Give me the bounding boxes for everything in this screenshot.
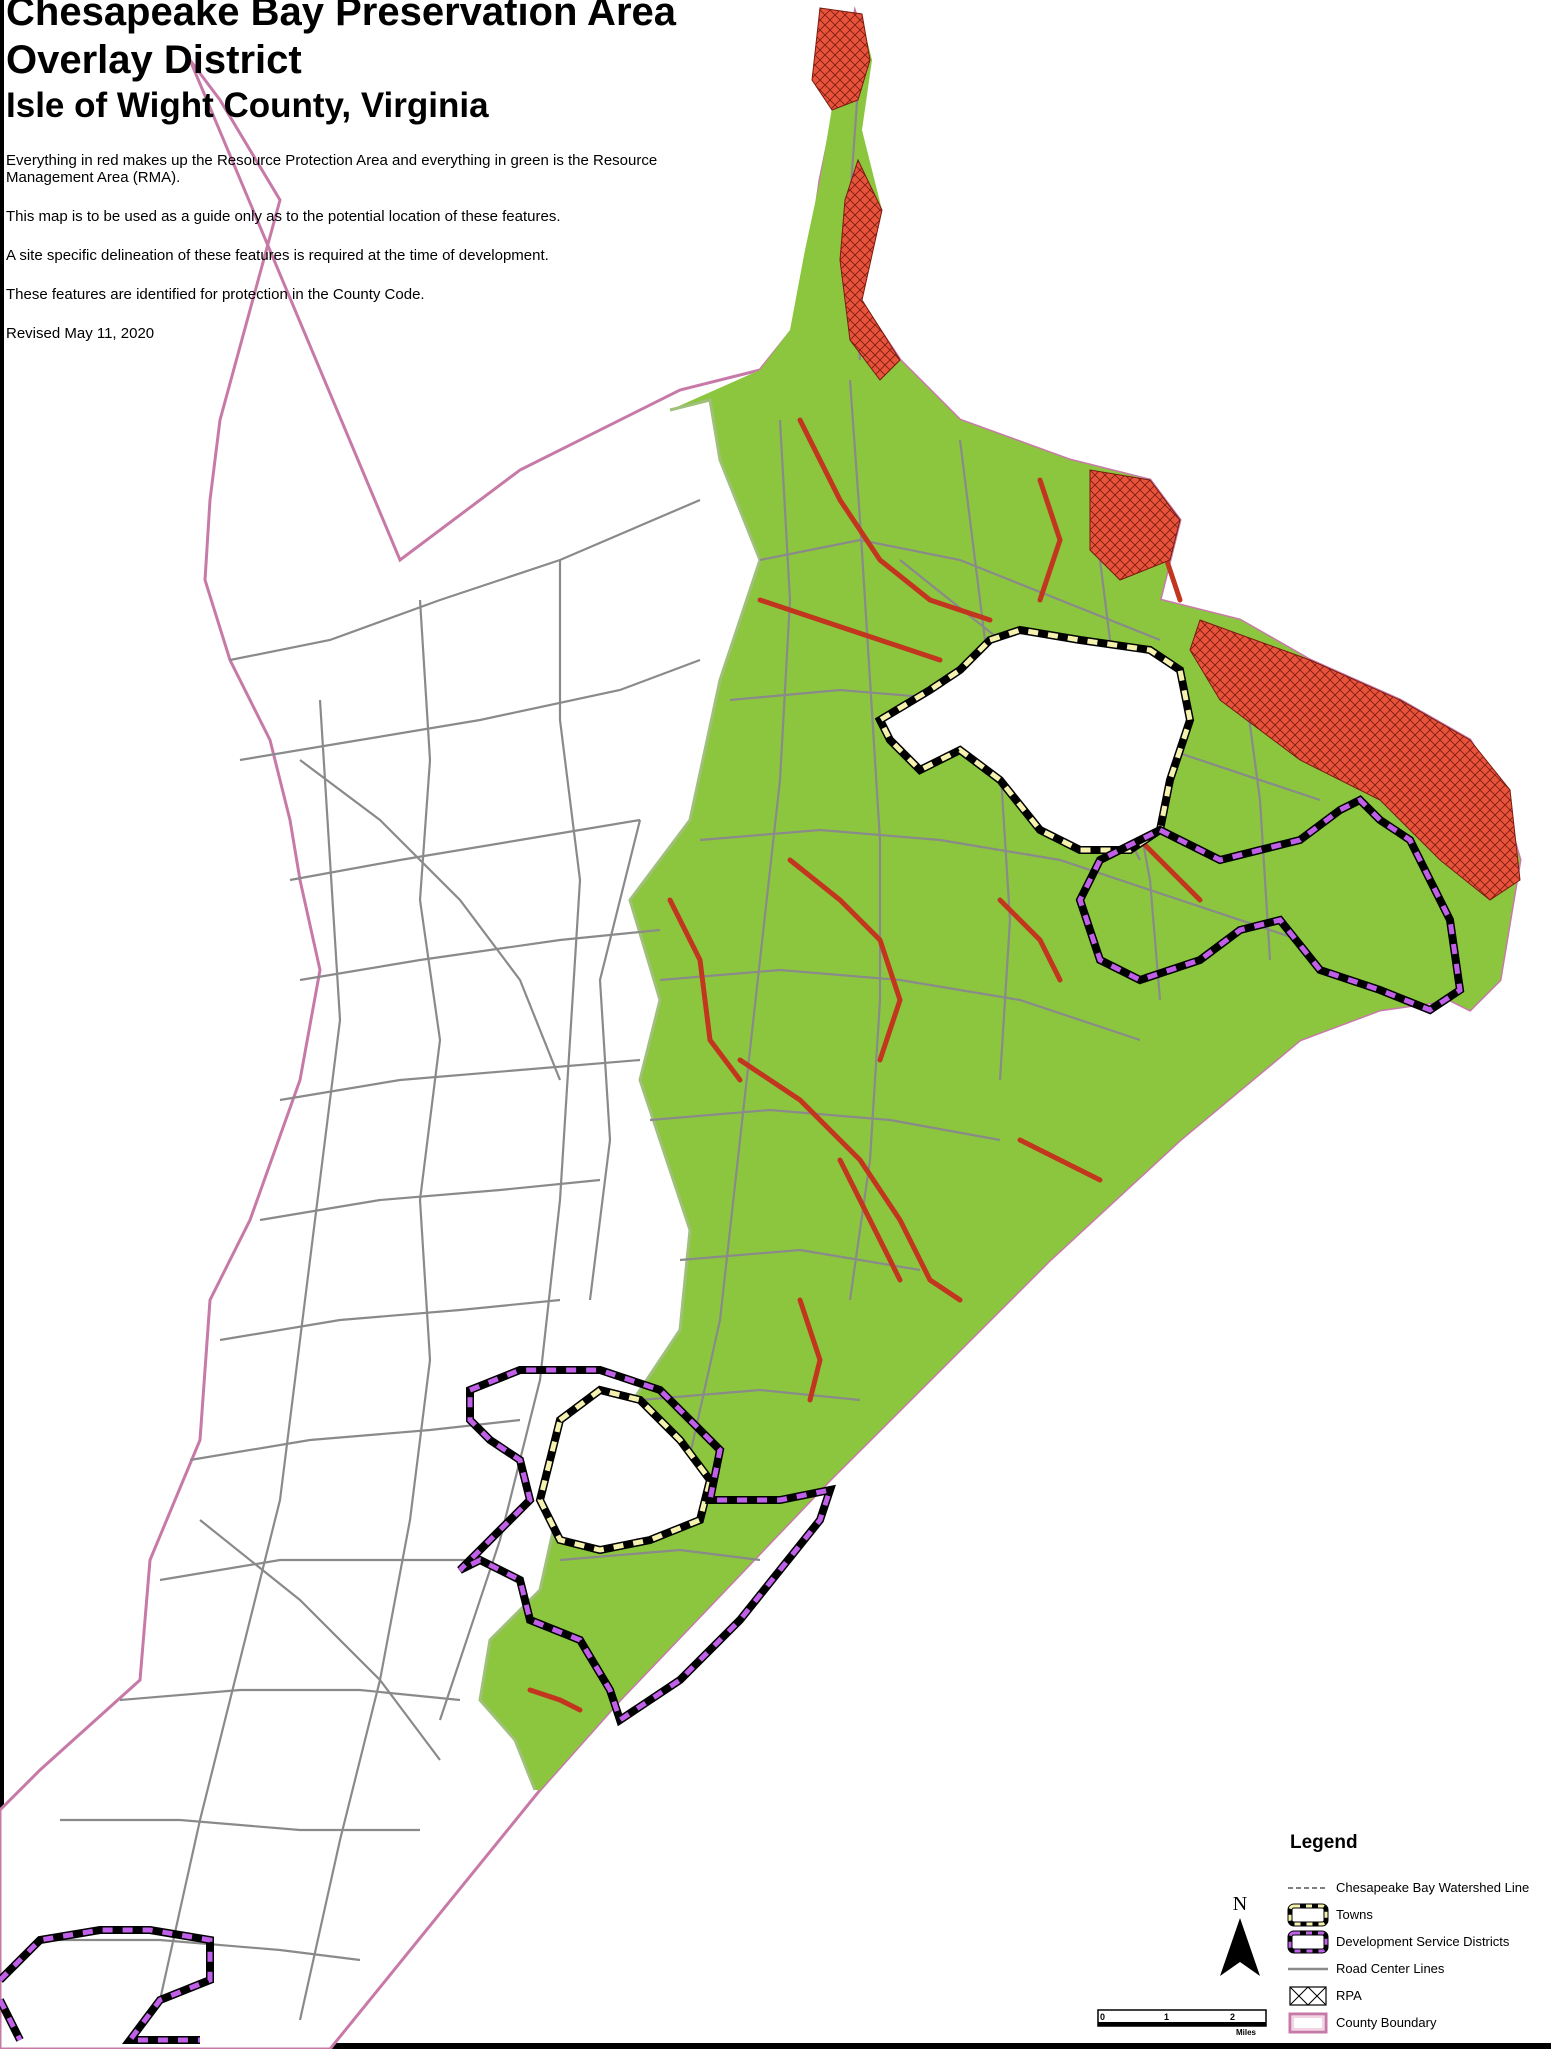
- note-rpa-rma: Everything in red makes up the Resource …: [6, 152, 658, 186]
- town-smithfield-dash: [876, 627, 1193, 853]
- map-title-line3: Isle of Wight County, Virginia: [6, 86, 489, 125]
- legend-label-watershed: Chesapeake Bay Watershed Line: [1336, 1880, 1530, 1895]
- legend-item-county: County Boundary: [1286, 2009, 1548, 2036]
- legend-label-county: County Boundary: [1336, 2015, 1437, 2030]
- title-block: Chesapeake Bay Preservation Area Overlay…: [6, 0, 906, 364]
- legend-label-towns: Towns: [1336, 1907, 1373, 1922]
- note-county-code: These features are identified for protec…: [6, 286, 425, 303]
- legend-item-watershed: Chesapeake Bay Watershed Line: [1286, 1874, 1548, 1901]
- crosshatch-icon: [1289, 1985, 1327, 2006]
- note-revised-date: Revised May 11, 2020: [6, 325, 155, 342]
- dsd-boundary-icon: [1287, 1930, 1329, 1953]
- scale-unit: Miles: [1236, 2028, 1257, 2036]
- legend-item-rpa: RPA: [1286, 1982, 1548, 2009]
- watershed-line: [478, 398, 762, 1791]
- rpa-north-coast: [811, 7, 871, 111]
- rpa-bay-mouth: [1089, 469, 1181, 581]
- legend: Legend Chesapeake Bay Watershed Line Tow…: [1286, 1832, 1548, 2036]
- scale-tick-0: 0: [1100, 2012, 1105, 2022]
- north-arrow: N: [1220, 1893, 1260, 1976]
- road-line-icon: [1288, 1967, 1328, 1970]
- legend-title: Legend: [1290, 1832, 1358, 1853]
- note-guide-only: This map is to be used as a guide only a…: [6, 208, 561, 225]
- legend-label-roads: Road Center Lines: [1336, 1961, 1445, 1976]
- legend-item-roads: Road Center Lines: [1286, 1955, 1548, 1982]
- map-title-line1: Chesapeake Bay Preservation Area: [6, 0, 676, 34]
- scale-bar: 0 1 2 Miles: [1097, 2009, 1267, 2036]
- north-arrow-icon: [1220, 1918, 1260, 1976]
- rpa-east-coast: [1189, 619, 1521, 901]
- town-windsor-dash: [537, 1387, 713, 1553]
- map-title-line2: Overlay District: [6, 38, 302, 82]
- rpa-north-shore: [839, 158, 901, 381]
- scale-tick-2: 2: [1230, 2012, 1235, 2022]
- towns-boundary-icon: [1287, 1903, 1329, 1926]
- legend-label-rpa: RPA: [1336, 1988, 1362, 2003]
- north-arrow-label: N: [1233, 1893, 1247, 1915]
- road-network-east: [559, 59, 1321, 1562]
- note-site-delineation: A site specific delineation of these fea…: [6, 247, 549, 264]
- dashed-line-icon: [1288, 1886, 1328, 1889]
- scale-tick-1: 1: [1164, 2012, 1169, 2022]
- legend-item-dsd: Development Service Districts: [1286, 1928, 1548, 1955]
- county-boundary-icon: [1288, 2012, 1328, 2033]
- legend-label-dsd: Development Service Districts: [1336, 1934, 1510, 1949]
- legend-item-towns: Towns: [1286, 1901, 1548, 1928]
- development-service-districts: [0, 795, 1465, 2044]
